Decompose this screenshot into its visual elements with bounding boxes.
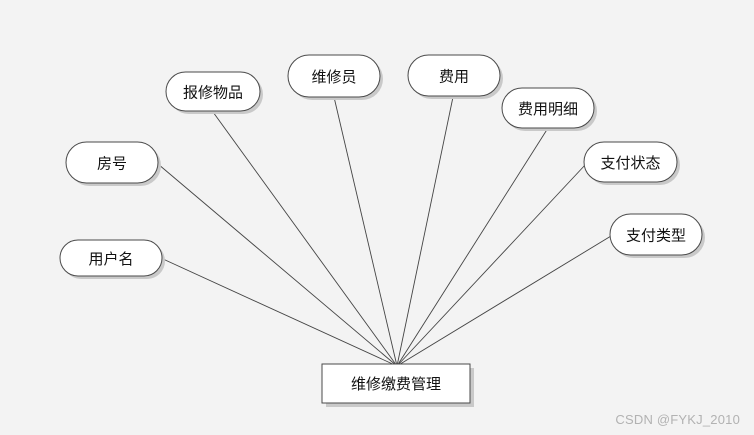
attribute-label-pay-type: 支付类型 bbox=[626, 227, 686, 245]
connector-lines bbox=[157, 96, 612, 367]
connector-username bbox=[162, 258, 398, 367]
attribute-label-repairman: 维修员 bbox=[311, 68, 356, 86]
attribute-box-fee-detail bbox=[501, 87, 595, 129]
connector-fee-detail bbox=[396, 127, 549, 367]
attribute-repair-item: 报修物品 bbox=[165, 71, 263, 114]
connector-repairman bbox=[333, 96, 398, 367]
connector-room-no bbox=[157, 163, 398, 367]
attribute-label-fee-detail: 费用明细 bbox=[518, 100, 578, 118]
attribute-pay-status: 支付状态 bbox=[583, 141, 680, 185]
connector-fee bbox=[396, 96, 454, 367]
connector-repair-item bbox=[212, 111, 398, 367]
attribute-box-repairman bbox=[287, 54, 381, 98]
attribute-box-pay-type bbox=[609, 213, 703, 256]
attribute-fee: 费用 bbox=[407, 54, 503, 99]
watermark-text: CSDN @FYKJ_2010 bbox=[615, 412, 740, 427]
attribute-box-username bbox=[59, 239, 163, 277]
entity-node: 维修缴费管理 bbox=[321, 363, 474, 407]
attribute-label-username: 用户名 bbox=[88, 250, 133, 268]
attribute-pay-type: 支付类型 bbox=[609, 213, 705, 258]
attribute-label-repair-item: 报修物品 bbox=[183, 84, 243, 102]
attribute-label-fee: 费用 bbox=[439, 68, 469, 86]
connector-pay-type bbox=[396, 235, 612, 367]
attribute-box-fee bbox=[407, 54, 501, 97]
entity-box bbox=[321, 363, 471, 404]
attribute-username: 用户名 bbox=[59, 239, 165, 279]
entity-label: 维修缴费管理 bbox=[351, 375, 441, 393]
attribute-label-pay-status: 支付状态 bbox=[600, 154, 660, 172]
attribute-box-repair-item bbox=[165, 71, 261, 112]
attribute-box-room-no bbox=[65, 141, 159, 184]
attribute-box-pay-status bbox=[583, 141, 678, 183]
attribute-room-no: 房号 bbox=[65, 141, 161, 186]
attribute-label-room-no: 房号 bbox=[97, 155, 127, 173]
attribute-repairman: 维修员 bbox=[287, 54, 383, 100]
attribute-fee-detail: 费用明细 bbox=[501, 87, 597, 131]
connector-pay-status bbox=[396, 163, 587, 367]
